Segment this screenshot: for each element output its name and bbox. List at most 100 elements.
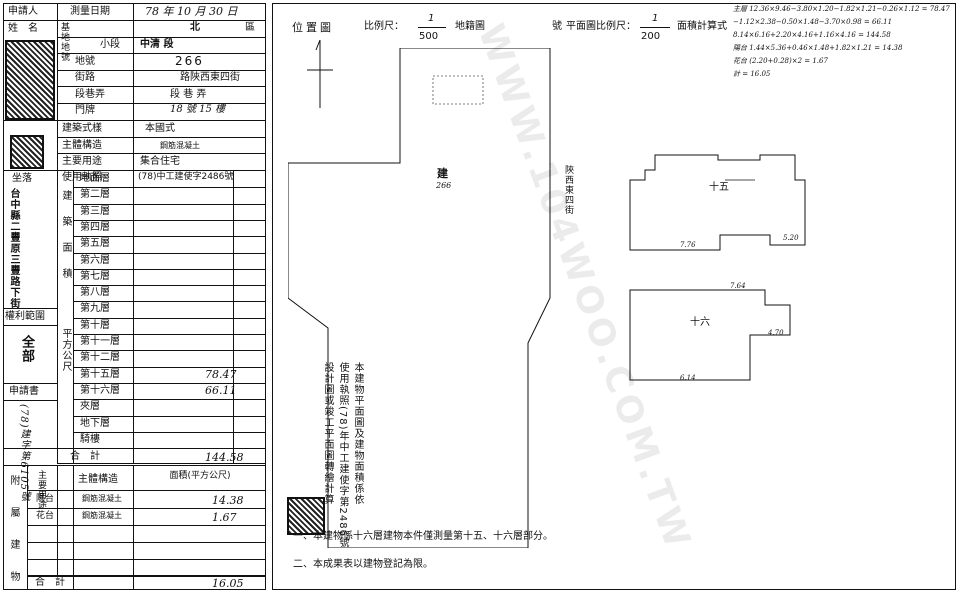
- dim-614: 6.14: [680, 374, 696, 382]
- floor-label: 第九層: [80, 303, 110, 315]
- lot-label: 地號: [75, 56, 95, 67]
- attached-label: 附屬建物: [8, 475, 19, 593]
- floor15-label: 十五: [709, 182, 729, 193]
- note-vertical-2: 使用執照(78)年中工建使字第2486號: [337, 362, 348, 548]
- lot-number: 266: [436, 181, 452, 190]
- attached-use: 陽台: [36, 494, 55, 504]
- application-value: (78)建字第6105號: [18, 404, 29, 502]
- building-type-value: 本國式: [145, 123, 175, 134]
- floor-label: 第十層: [80, 319, 110, 331]
- calc-line: 花台 (2.20+0.28)×2 = 1.67: [733, 57, 828, 65]
- district-value: 北: [190, 22, 200, 33]
- attached-area: 1.67: [212, 511, 237, 524]
- base-label: 基地地號: [59, 22, 69, 62]
- floorplan-scale-den: 200: [641, 31, 661, 42]
- road-label: 陝西東四街: [563, 165, 573, 215]
- rights-value: 全部: [19, 335, 34, 363]
- unit-label: 平方公尺: [60, 328, 71, 372]
- survey-date-label: 測量日期: [70, 6, 110, 17]
- floor-label: 第四層: [80, 221, 110, 233]
- permit-value: (78)中工建使字2486號: [138, 172, 234, 182]
- surveyor-seal: [287, 497, 325, 535]
- total-label: 合 計: [70, 451, 100, 462]
- note-2: 二、本成果表以建物登記為限。: [293, 559, 433, 570]
- lot-value: 266: [175, 54, 204, 68]
- floor-label: 夾層: [80, 401, 100, 413]
- note-vertical-3: 設計圖或竣工平面圖轉繪計算: [322, 362, 333, 505]
- floor-value: 66.11: [205, 383, 237, 397]
- street-value: 路陝西東四街: [180, 72, 240, 83]
- dim-776: 7.76: [680, 241, 696, 249]
- floor-label: 第二層: [80, 189, 110, 201]
- drawing-sheet: [272, 3, 956, 590]
- location-map-label: 位置圖: [292, 21, 334, 34]
- lot-label: 建: [437, 167, 448, 180]
- lot-plan: [288, 48, 551, 548]
- location-scale-den: 500: [419, 31, 439, 42]
- location-value: 台中縣二豐原三豐路下街: [8, 188, 19, 309]
- area-calc-label: 面積計算式: [677, 21, 727, 32]
- structure-value: 鋼筋混凝土: [160, 141, 200, 150]
- dim-470: 4.70: [768, 329, 784, 337]
- floor15-plan: [629, 154, 806, 251]
- dim-520: 5.20: [783, 234, 799, 242]
- calc-line: 主層 12.36×9.46−3.80×1.20−1.82×1.21−0.26×1…: [733, 5, 950, 13]
- floor-label: 第三層: [80, 205, 110, 217]
- usage-value: 集合住宅: [140, 156, 180, 167]
- section-label: 小段: [100, 39, 120, 50]
- attached-area: 14.38: [212, 494, 244, 507]
- floorplan-scale-num: 1: [652, 13, 659, 24]
- floor16-label: 十六: [690, 317, 710, 328]
- calc-line: 8.14×6.16+2.20×4.16+1.16×4.16 = 144.58: [733, 31, 891, 39]
- number-label: 號: [552, 21, 562, 32]
- location-scale-num: 1: [428, 13, 435, 24]
- floor-label: 第八層: [80, 287, 110, 299]
- floor-label: 第十六層: [80, 384, 120, 396]
- floor-label: 第五層: [80, 238, 110, 250]
- office-seal: [10, 135, 44, 169]
- door-label: 門牌: [75, 105, 95, 116]
- attached-structure: 鋼筋混凝土: [82, 511, 122, 520]
- location-label: 坐落: [12, 173, 32, 184]
- floor-label: 地下層: [80, 417, 110, 429]
- total-value: 144.58: [205, 451, 244, 464]
- floorplan-scale-label: 平面圖比例尺：: [566, 21, 636, 32]
- rights-label: 權利範圍: [5, 311, 45, 322]
- area-group-label: 建築面積: [60, 190, 71, 294]
- survey-date-value: 78 年 10 月 30 日: [145, 5, 238, 18]
- application-label: 申請書: [9, 386, 39, 397]
- floor-label: 第七層: [80, 270, 110, 282]
- north-arrow-icon: [307, 40, 333, 108]
- attached-header-area: 面積(平方公尺): [169, 471, 231, 481]
- applicant-seal: [5, 40, 55, 120]
- attached-use: 花台: [36, 511, 55, 521]
- calc-line: 陽台 1.44×5.36+0.46×1.48+1.82×1.21 = 14.38: [733, 44, 903, 52]
- survey-form: [3, 3, 266, 590]
- floor-label: 第十五層: [80, 368, 120, 380]
- note-1: 一、本建物係十六層建物本件僅測量第十五、十六層部分。: [293, 531, 553, 542]
- attached-header-structure: 主體構造: [78, 474, 118, 485]
- attached-total-label: 合 計: [35, 577, 65, 588]
- door-value: 18 號 15 樓: [170, 104, 225, 115]
- street-label: 街路: [75, 72, 95, 83]
- floor-label: 第六層: [80, 254, 110, 266]
- calc-line: 計 = 16.05: [733, 70, 771, 78]
- section-value: 中清 段: [140, 39, 174, 50]
- applicant-label: 申請人: [8, 6, 38, 17]
- district-label: 區: [245, 22, 255, 33]
- floor16-plan: [629, 289, 791, 381]
- permit-label: 使用執照: [62, 172, 102, 183]
- lane-label: 段巷弄: [75, 89, 105, 100]
- lane-value: 段 巷 弄: [170, 89, 207, 100]
- usage-label: 主要用途: [62, 156, 102, 167]
- floor-label: 騎樓: [80, 433, 100, 445]
- building-type-label: 建築式樣: [62, 123, 102, 134]
- dim-764: 7.64: [730, 282, 746, 290]
- attached-structure: 鋼筋混凝土: [82, 494, 122, 503]
- attached-total-value: 16.05: [212, 577, 244, 590]
- note-vertical-1: 本建物平面圖及建物面積係依: [352, 362, 363, 505]
- name-label: 姓 名: [8, 23, 38, 34]
- structure-label: 主體構造: [62, 140, 102, 151]
- floor-value: 78.47: [205, 367, 237, 381]
- land-map-label: 地籍圖: [455, 21, 485, 32]
